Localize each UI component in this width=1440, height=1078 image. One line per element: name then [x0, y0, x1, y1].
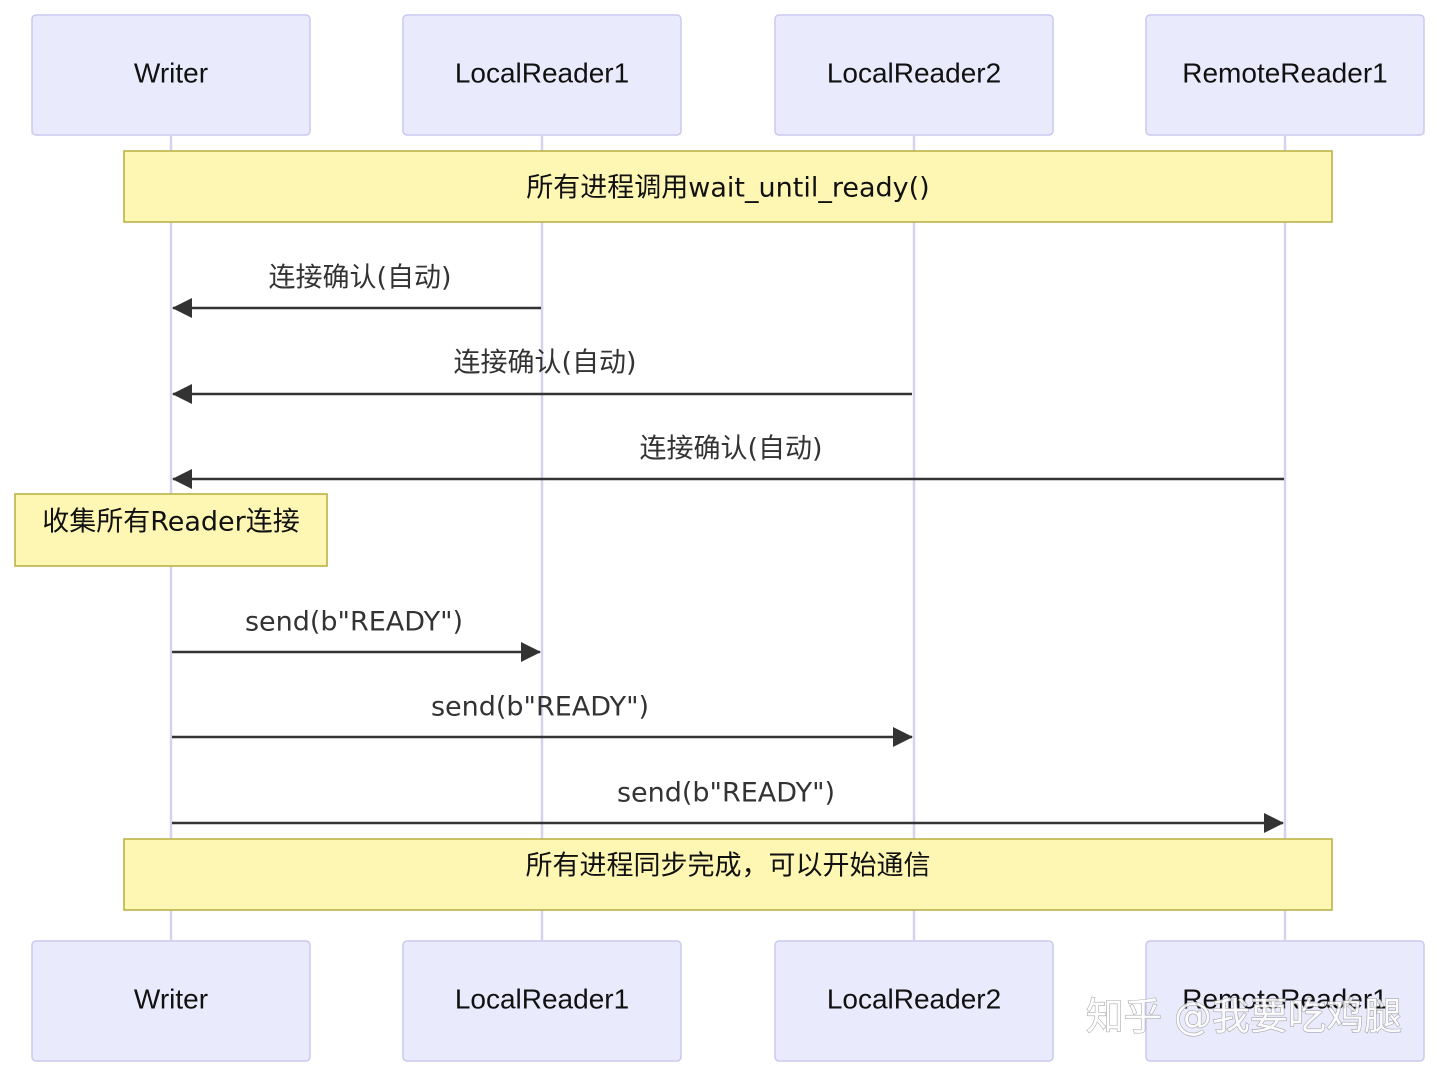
message-ready-remote-reader-1: send(b"READY") — [172, 778, 1284, 833]
actor-local-reader-1-bottom: LocalReader1 — [402, 940, 682, 1062]
actor-local-reader-1-top: LocalReader1 — [402, 14, 682, 136]
message-label: 连接确认(自动) — [639, 434, 822, 465]
actor-box — [402, 940, 682, 1062]
actor-box — [31, 940, 311, 1062]
note-label: 所有进程同步完成，可以开始通信 — [526, 851, 931, 882]
note-collect-connections: 收集所有Reader连接 — [14, 493, 328, 567]
actor-box — [1145, 940, 1425, 1062]
actor-writer-top: Writer — [31, 14, 311, 136]
message-ack-local-reader-1: 连接确认(自动) — [172, 263, 541, 318]
actor-writer-bottom: Writer — [31, 940, 311, 1062]
actor-label: LocalReader1 — [455, 983, 629, 1014]
actor-label: LocalReader2 — [827, 57, 1001, 88]
note-label: 收集所有Reader连接 — [42, 507, 300, 538]
actor-box — [774, 940, 1054, 1062]
actor-local-reader-2-bottom: LocalReader2 — [774, 940, 1054, 1062]
actor-label: RemoteReader1 — [1182, 57, 1387, 88]
actor-box — [1145, 14, 1425, 136]
note-sync-complete: 所有进程同步完成，可以开始通信 — [123, 838, 1333, 911]
note-box — [14, 493, 328, 567]
message-ack-local-reader-2: 连接确认(自动) — [172, 348, 912, 404]
actor-label: LocalReader1 — [455, 57, 629, 88]
message-label: 连接确认(自动) — [453, 348, 636, 379]
actor-label: LocalReader2 — [827, 983, 1001, 1014]
message-ack-remote-reader-1: 连接确认(自动) — [172, 434, 1284, 489]
actor-label: Writer — [134, 983, 208, 1014]
message-label: 连接确认(自动) — [268, 263, 451, 294]
note-box — [123, 150, 1333, 223]
actor-box — [31, 14, 311, 136]
actor-label: RemoteReader1 — [1182, 983, 1387, 1014]
message-label: send(b"READY") — [431, 692, 649, 723]
actor-label: Writer — [134, 57, 208, 88]
actor-box — [402, 14, 682, 136]
message-label: send(b"READY") — [245, 607, 463, 638]
note-box — [123, 838, 1333, 911]
lifelines — [169, 136, 1287, 940]
note-label: 所有进程调用wait_until_ready() — [526, 173, 929, 204]
actor-remote-reader-1-top: RemoteReader1 — [1145, 14, 1425, 136]
message-ready-local-reader-2: send(b"READY") — [172, 692, 913, 747]
actor-box — [774, 14, 1054, 136]
actor-remote-reader-1-bottom: RemoteReader1 — [1145, 940, 1425, 1062]
message-ready-local-reader-1: send(b"READY") — [172, 607, 541, 662]
note-wait-until-ready: 所有进程调用wait_until_ready() — [123, 150, 1333, 223]
watermark-text: 知乎 @我要吃鸡腿 — [1086, 995, 1402, 1039]
actor-local-reader-2-top: LocalReader2 — [774, 14, 1054, 136]
message-label: send(b"READY") — [617, 778, 835, 809]
